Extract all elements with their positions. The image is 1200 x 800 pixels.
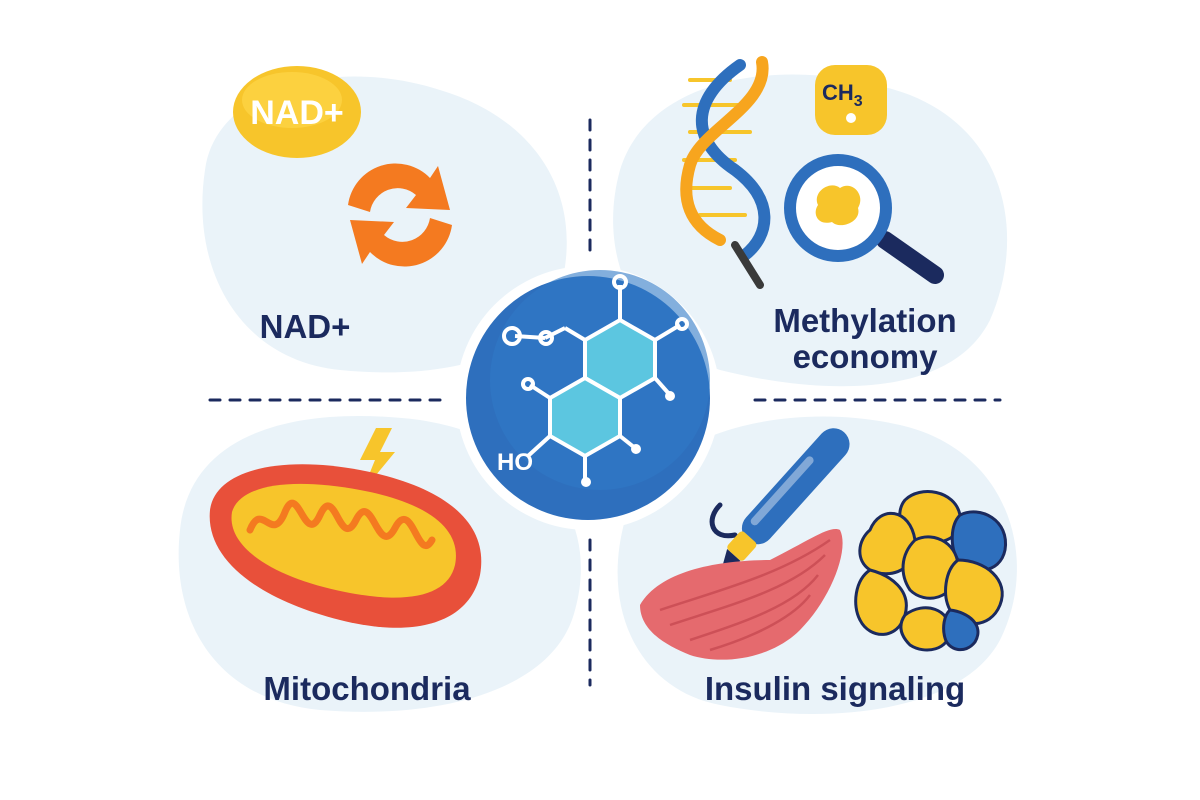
- muscle-icon: [640, 529, 843, 660]
- molecule-icon: HO: [456, 266, 720, 530]
- fat-cells-icon: [854, 490, 1007, 652]
- molecule-ho-text: HO: [497, 449, 533, 476]
- methylation-label: Methylation economy: [740, 303, 990, 375]
- mitochondria-label: Mitochondria: [263, 670, 471, 707]
- methylation-label-line1: Methylation: [773, 302, 957, 339]
- magnifier-icon: [784, 154, 944, 284]
- dividers: [208, 118, 1002, 687]
- recycle-arrows-icon: [348, 163, 452, 267]
- pen-injector-icon: [709, 428, 850, 569]
- nad-badge-text: NAD+: [250, 94, 344, 132]
- nad-label: NAD+: [259, 308, 351, 345]
- insulin-signaling-label: Insulin signaling: [704, 670, 966, 707]
- ch3-badge-text: CH3: [822, 80, 863, 110]
- ch3-badge: CH3: [815, 65, 887, 135]
- nad-badge: NAD+: [233, 66, 361, 158]
- dna-helix-icon: [680, 56, 771, 289]
- mitochondrion-icon: [209, 464, 482, 628]
- methylation-label-line2: economy: [792, 338, 938, 375]
